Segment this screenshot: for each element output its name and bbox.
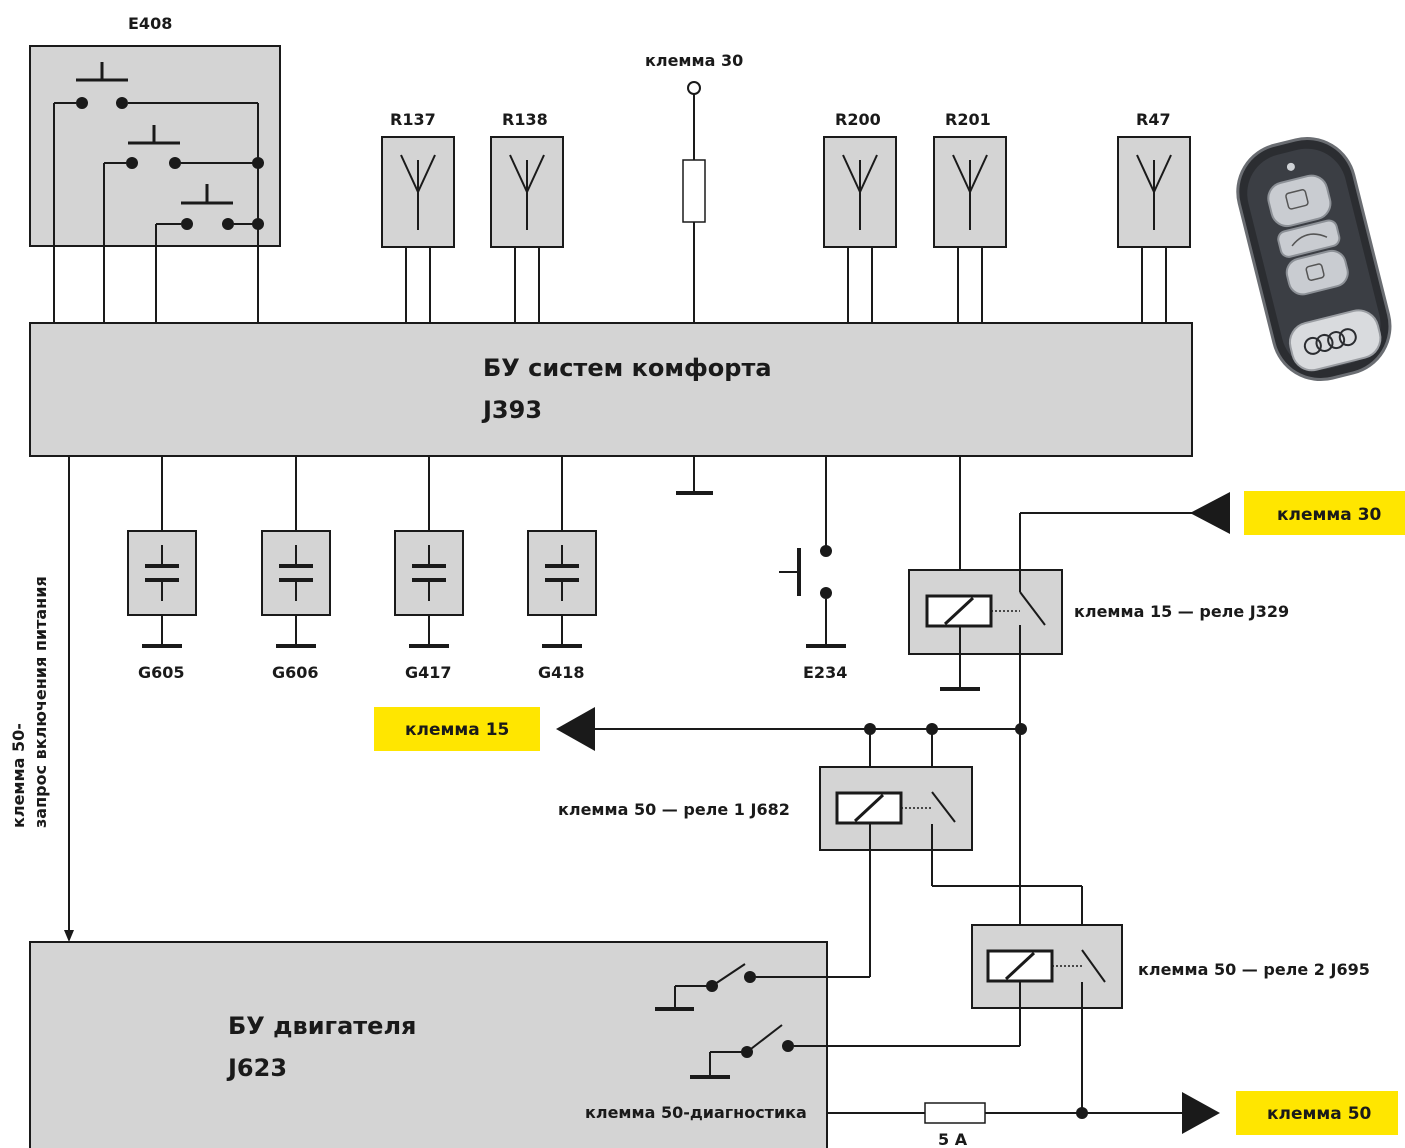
antenna-r201 [933,136,1007,324]
relay-j329-label: клемма 15 — реле J329 [1074,602,1289,621]
comfort-control-unit [29,322,1193,457]
antenna-r47 [1117,136,1191,324]
engine-control-unit [29,941,828,1148]
vertical-label-line2: запрос включения питания [31,576,50,828]
antenna-r138 [490,136,564,324]
engine-unit-title: БУ двигателя [228,1012,416,1040]
power-request-line [64,456,74,942]
r138-label: R138 [502,110,548,129]
antenna-r137 [381,136,455,324]
r200-label: R200 [835,110,881,129]
g417-label: G417 [405,663,452,682]
engine-switch-2 [690,1024,1020,1079]
r137-label: R137 [390,110,436,129]
terminal50-tag-label: клемма 50 [1267,1104,1372,1124]
terminal50-output-wire [827,1092,1220,1134]
r201-label: R201 [945,110,991,129]
terminal30-tag-label: клемма 30 [1277,505,1382,525]
g418-label: G418 [538,663,585,682]
e234-label: E234 [803,663,847,682]
antenna-r200 [823,136,897,324]
terminal30-input-wire [1019,492,1230,925]
relay-j682-label: клемма 50 — реле 1 J682 [558,800,790,819]
terminal30-tag [1244,491,1405,535]
terminal30-top-fuse [682,81,706,324]
relay-j695-label: клемма 50 — реле 2 J695 [1138,960,1370,979]
relay-j329 [908,456,1063,691]
terminal15-bus [556,707,1027,751]
fuse-label: 5 A [938,1130,968,1148]
car-key-image [1236,137,1392,382]
sensor-g417 [394,456,464,648]
terminal15-tag-label: клемма 15 [405,720,509,740]
diagnostics-label: клемма 50-диагностика [585,1103,807,1122]
r47-label: R47 [1136,110,1171,129]
ground-symbol [676,456,713,495]
relay-j682 [819,729,1083,977]
comfort-unit-title: БУ систем комфорта [483,354,772,382]
button-e234 [779,456,846,648]
sensor-g418 [527,456,597,648]
engine-switch-1 [655,963,870,1011]
sensor-g606 [261,456,331,648]
relay-j695 [971,924,1123,1113]
terminal50-tag [1236,1091,1398,1135]
sensor-g605 [127,456,197,648]
g606-label: G606 [272,663,319,682]
e408-label: E408 [128,14,172,33]
vertical-label-line1: клемма 50- [9,723,28,828]
terminal30-top-label: клемма 30 [645,51,743,70]
e408-switch-block [29,45,281,324]
engine-unit-code: J623 [226,1054,287,1082]
terminal15-tag [374,707,540,751]
g605-label: G605 [138,663,185,682]
comfort-unit-code: J393 [481,396,542,424]
